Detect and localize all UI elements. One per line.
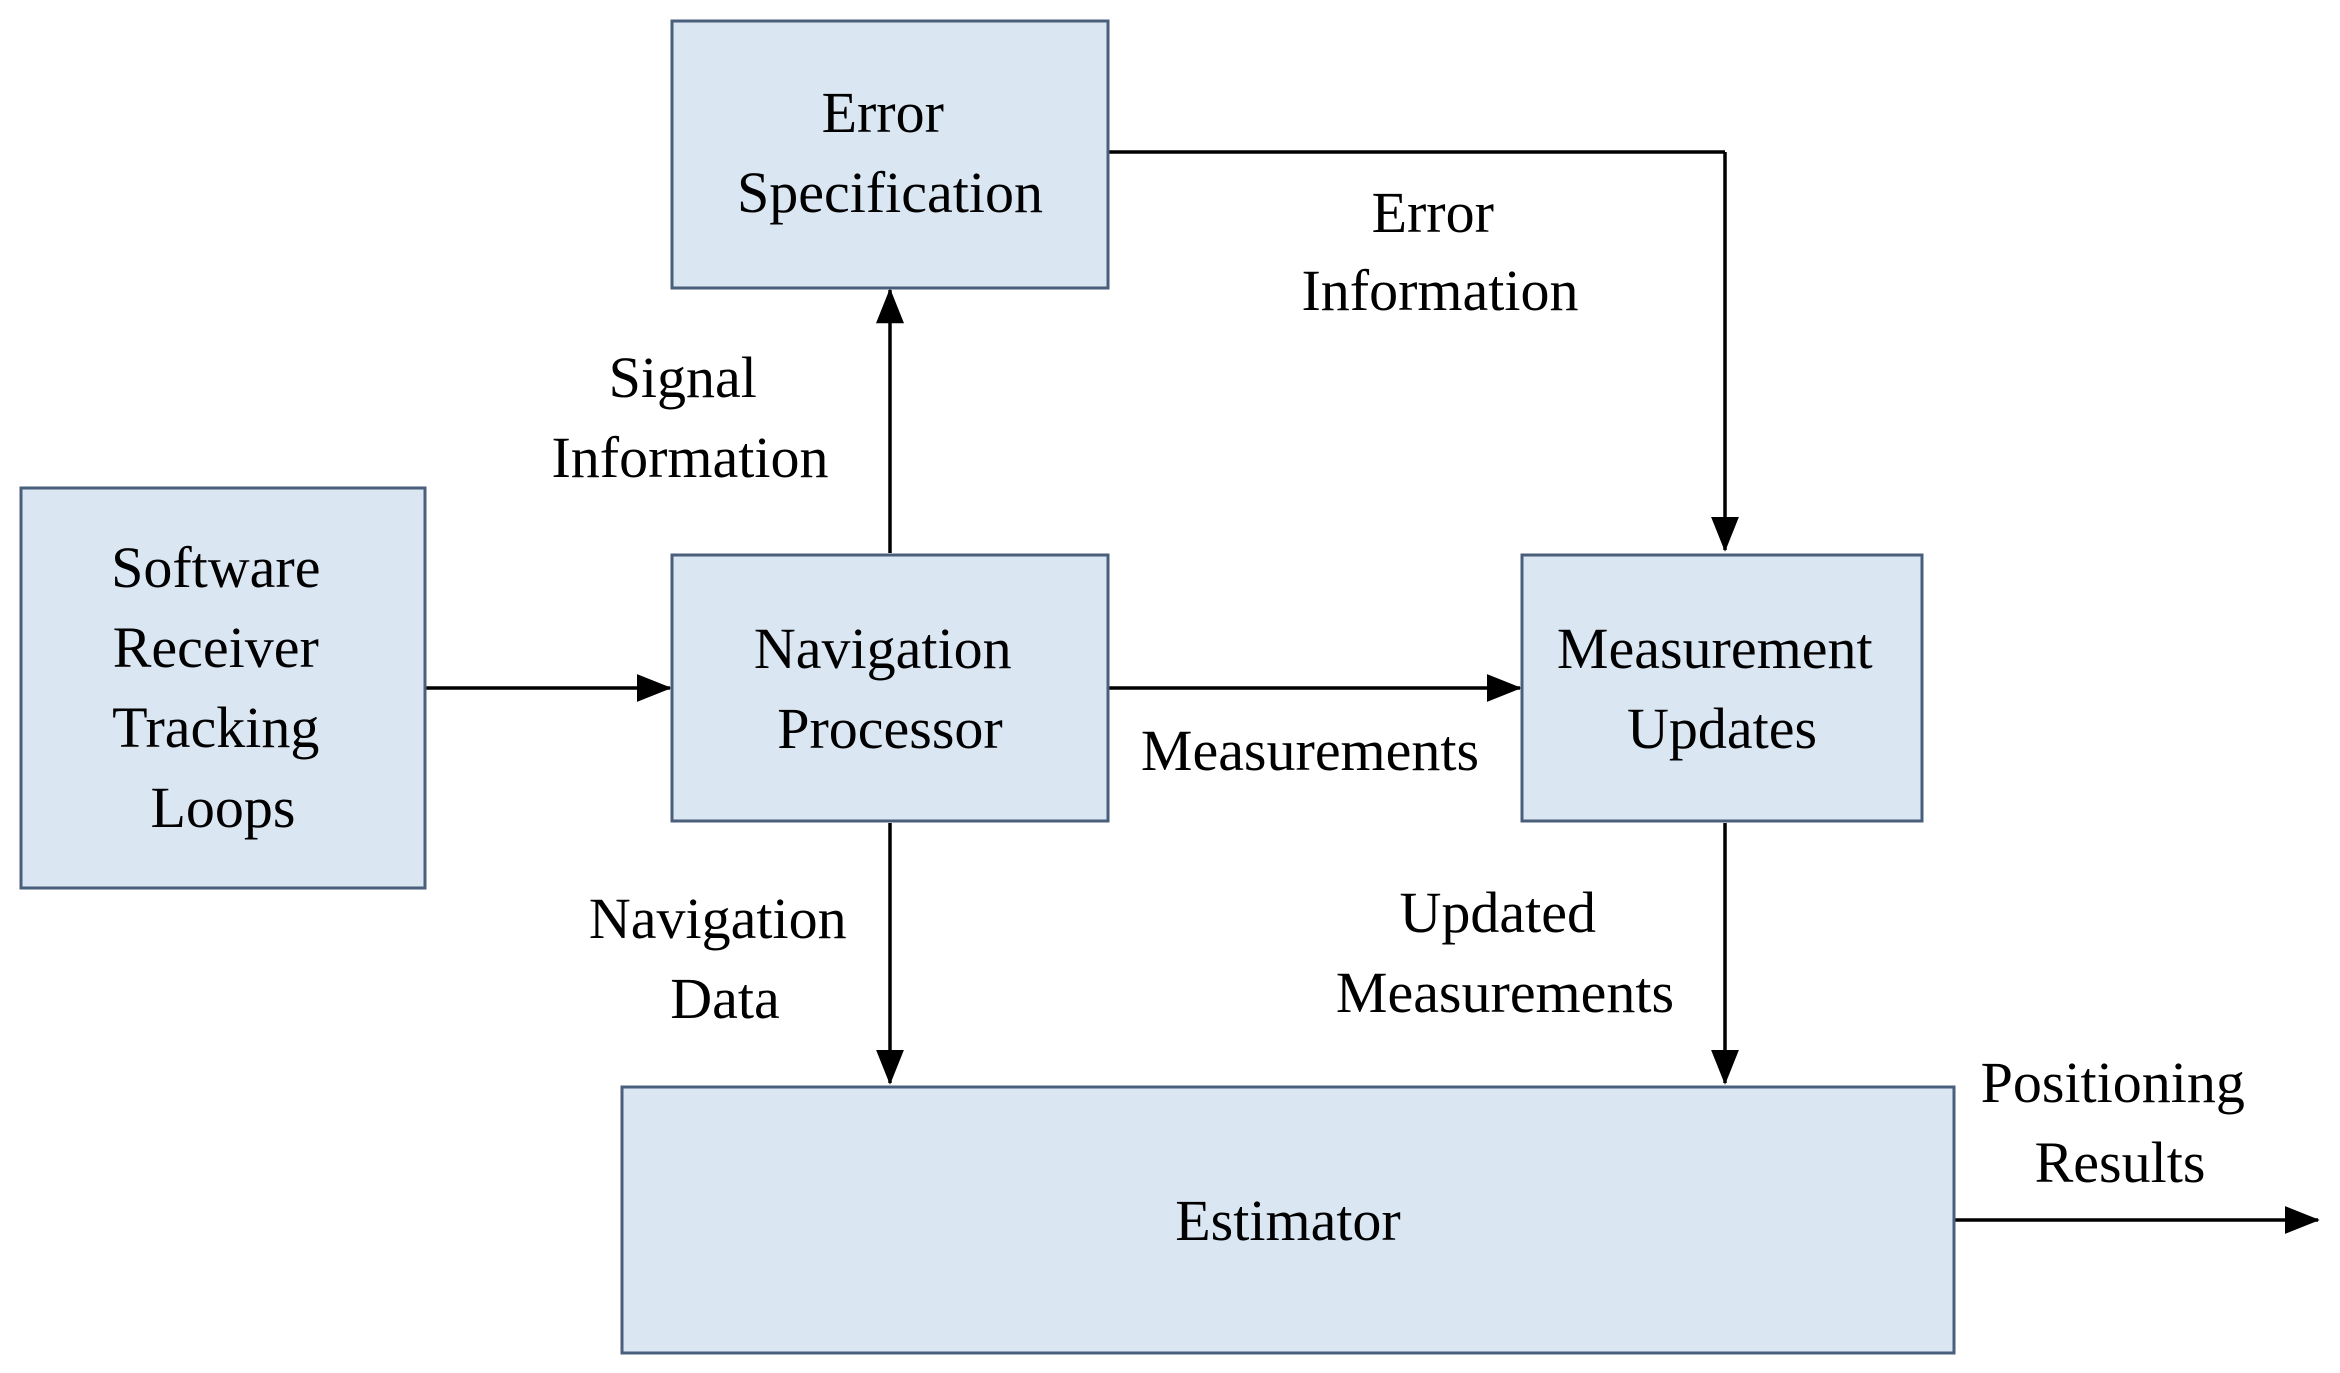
updated-measurements-line: Updated xyxy=(1400,880,1597,945)
software-receiver-text: Software Receiver Tracking Loops xyxy=(111,535,335,840)
navigation-data-line: Data xyxy=(670,966,780,1031)
positioning-results-line: Results xyxy=(2035,1130,2206,1195)
software-receiver-line: Loops xyxy=(151,775,296,840)
error-specification-box xyxy=(670,19,1110,290)
measurement-updates-text: Measurement Updates xyxy=(1557,616,1887,761)
error-specification-line: Error xyxy=(822,80,944,145)
software-receiver-line: Tracking xyxy=(112,695,319,760)
navigation-processor-line: Processor xyxy=(777,696,1003,761)
signal-information-line: Signal xyxy=(609,345,757,410)
signal-information-label: Signal Information xyxy=(551,345,828,490)
navigation-processor-line: Navigation xyxy=(754,616,1012,681)
error-information-line: Information xyxy=(1301,258,1578,323)
navigation-data-label: Navigation Data xyxy=(589,886,861,1031)
updated-measurements-label: Updated Measurements xyxy=(1336,880,1674,1025)
measurement-updates-line: Measurement xyxy=(1557,616,1873,681)
estimator-box xyxy=(620,1085,1956,1355)
measurement-updates-box xyxy=(1520,553,1924,823)
software-receiver-line: Software xyxy=(111,535,320,600)
measurements-label: Measurements xyxy=(1141,718,1479,783)
estimator-line: Estimator xyxy=(1175,1188,1401,1253)
software-receiver-box xyxy=(19,486,427,890)
measurement-updates-line: Updates xyxy=(1627,696,1817,761)
positioning-results-label: Positioning Results xyxy=(1981,1050,2260,1195)
navigation-data-line: Navigation xyxy=(589,886,847,951)
error-information-label: Error Information xyxy=(1301,180,1578,323)
error-specification-text: Error Specification xyxy=(737,80,1043,225)
measurements-line: Measurements xyxy=(1141,718,1479,783)
software-receiver-line: Receiver xyxy=(113,615,319,680)
updated-measurements-line: Measurements xyxy=(1336,960,1674,1025)
error-specification-line: Specification xyxy=(737,160,1043,225)
error-information-line: Error xyxy=(1372,180,1494,245)
signal-information-line: Information xyxy=(551,425,828,490)
navigation-processor-box xyxy=(670,553,1110,823)
estimator-text: Estimator xyxy=(1175,1188,1401,1253)
navigation-processor-text: Navigation Processor xyxy=(754,616,1026,761)
positioning-results-line: Positioning xyxy=(1981,1050,2245,1115)
